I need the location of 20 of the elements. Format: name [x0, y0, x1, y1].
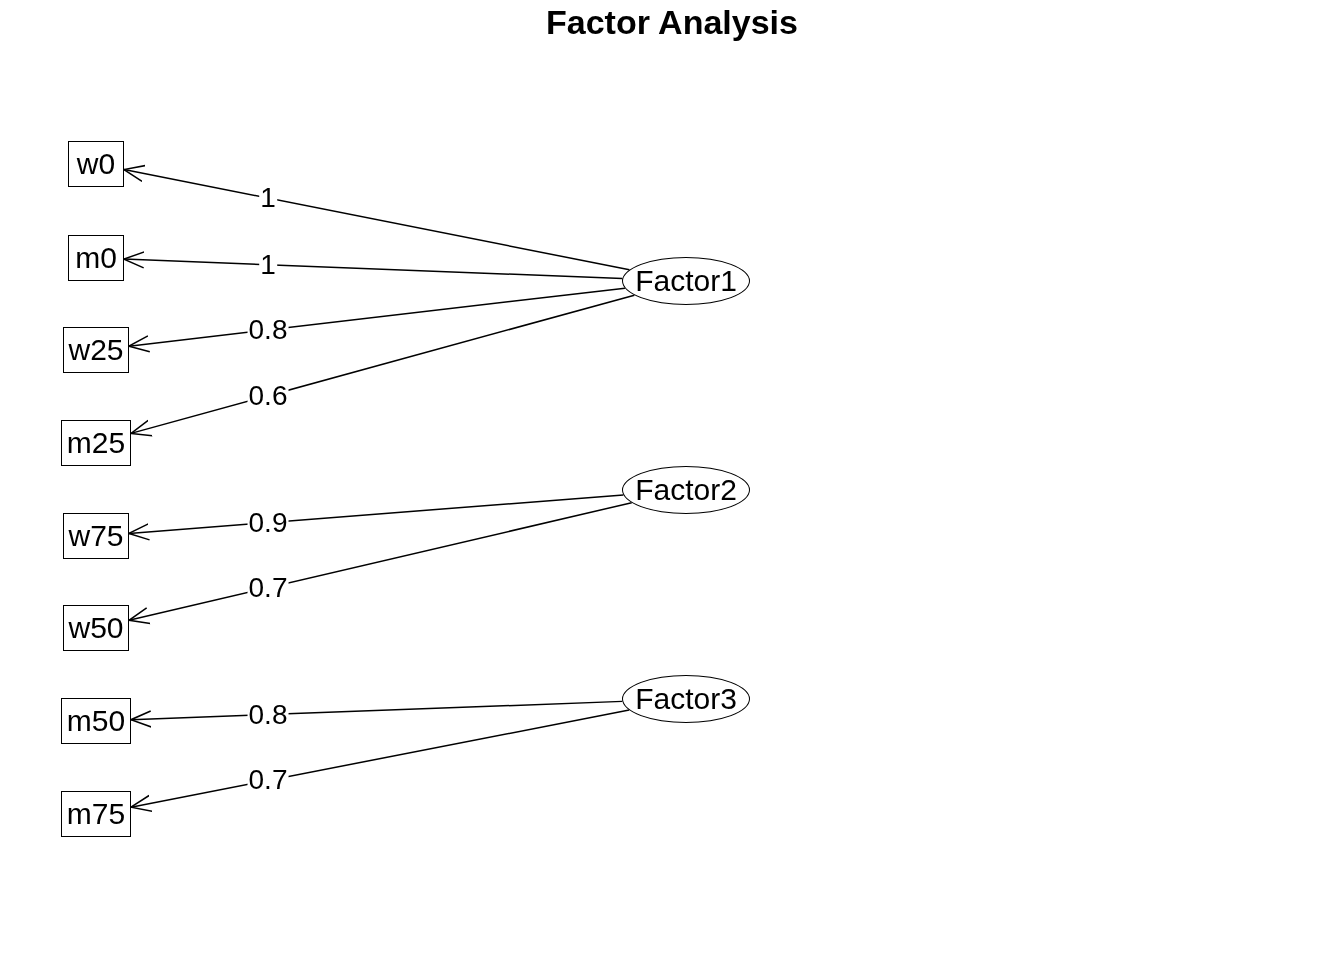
arrow: [128, 287, 626, 353]
arrow: [128, 494, 625, 541]
arrow: [123, 164, 631, 271]
arrow: [130, 294, 636, 437]
arrow: [128, 501, 633, 625]
arrow: [130, 700, 624, 728]
variable-box: m25: [61, 420, 131, 466]
factor-ellipse: Factor1: [622, 257, 750, 305]
variable-box: m0: [68, 235, 124, 281]
arrow: [130, 709, 630, 812]
variable-box: m75: [61, 791, 131, 837]
variable-box: w75: [63, 513, 129, 559]
chart-title: Factor Analysis: [545, 2, 799, 43]
variable-box: w0: [68, 141, 124, 187]
variable-box: w25: [63, 327, 129, 373]
variable-box: w50: [63, 605, 129, 651]
factor-ellipse: Factor2: [622, 466, 750, 514]
factor-ellipse: Factor3: [622, 675, 750, 723]
arrow: [123, 251, 624, 280]
variable-box: m50: [61, 698, 131, 744]
